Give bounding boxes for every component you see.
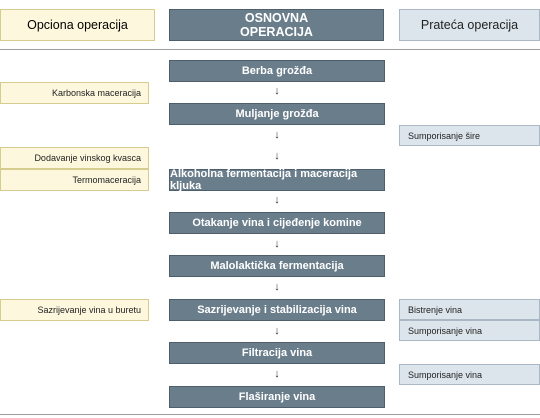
down-arrow-icon: ↓: [274, 368, 280, 380]
main-operation-header-line1: OSNOVNA: [244, 11, 309, 25]
optional-operation-header: Opciona operacija: [0, 9, 155, 41]
header-divider: [0, 49, 540, 50]
main-step-label: Otakanje vina i cijeđenje komine: [192, 217, 362, 229]
main-step-label: Berba grožđa: [241, 65, 313, 77]
main-operation-header: OSNOVNA OPERACIJA: [169, 9, 384, 41]
secondary-operation-box: Sumporisanje šire: [399, 125, 540, 146]
secondary-operation-header-label: Prateća operacija: [420, 18, 519, 32]
secondary-operation-label: Bistrenje vina: [408, 304, 463, 315]
optional-operation-box: Karbonska maceracija: [0, 82, 149, 104]
main-step-box: Otakanje vina i cijeđenje komine: [169, 212, 385, 234]
footer-divider: [0, 414, 540, 415]
optional-operation-box: Termomaceracija: [0, 169, 149, 191]
main-step-box: Malolaktička fermentacija: [169, 255, 385, 277]
optional-operation-box: Dodavanje vinskog kvasca: [0, 147, 149, 169]
secondary-operation-label: Sumporisanje vina: [408, 369, 483, 380]
down-arrow-icon: ↓: [274, 129, 280, 141]
optional-operation-label: Dodavanje vinskog kvasca: [34, 153, 141, 163]
main-step-box: Flaširanje vina: [169, 386, 385, 408]
main-step-label: Filtracija vina: [241, 347, 313, 359]
optional-operation-header-label: Opciona operacija: [27, 18, 128, 32]
main-step-label: Sazrijevanje i stabilizacija vina: [197, 304, 357, 316]
down-arrow-icon: ↓: [274, 281, 280, 293]
down-arrow-icon: ↓: [274, 194, 280, 206]
main-step-label: Flaširanje vina: [238, 391, 316, 403]
down-arrow-icon: ↓: [274, 85, 280, 97]
main-step-label: Malolaktička fermentacija: [210, 260, 344, 272]
main-step-box: Berba grožđa: [169, 60, 385, 82]
secondary-operation-label: Sumporisanje šire: [408, 130, 481, 141]
main-step-box: Alkoholna fermentacija i maceracija klju…: [169, 168, 385, 192]
optional-operation-label: Karbonska maceracija: [51, 88, 141, 98]
main-step-box: Muljanje grožđa: [169, 103, 385, 125]
down-arrow-icon: ↓: [274, 238, 280, 250]
main-step-box: Sazrijevanje i stabilizacija vina: [169, 299, 385, 321]
main-operation-header-line2: OPERACIJA: [240, 25, 313, 39]
main-step-box: Filtracija vina: [169, 342, 385, 364]
down-arrow-icon: ↓: [274, 150, 280, 162]
optional-operation-label: Sazrijevanje vina u buretu: [37, 305, 141, 315]
secondary-operation-box: Sumporisanje vina: [399, 320, 540, 341]
optional-operation-label: Termomaceracija: [72, 175, 141, 185]
secondary-operation-box: Bistrenje vina: [399, 299, 540, 320]
main-step-label: Muljanje grožđa: [235, 108, 319, 120]
secondary-operation-label: Sumporisanje vina: [408, 325, 483, 336]
optional-operation-box: Sazrijevanje vina u buretu: [0, 299, 149, 321]
secondary-operation-header: Prateća operacija: [399, 9, 540, 41]
secondary-operation-box: Sumporisanje vina: [399, 364, 540, 385]
down-arrow-icon: ↓: [274, 325, 280, 337]
main-step-label: Alkoholna fermentacija i maceracija klju…: [170, 168, 358, 192]
